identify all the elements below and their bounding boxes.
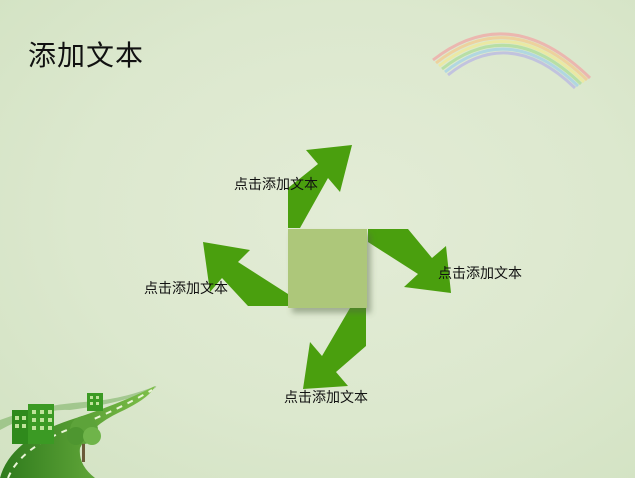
label-top[interactable]: 点击添加文本: [234, 177, 318, 193]
arrow-down-left: [303, 308, 366, 389]
arrow-up-right: [288, 145, 352, 228]
slide-title[interactable]: 添加文本: [28, 39, 145, 72]
building-icon: [12, 404, 54, 444]
center-square: [288, 229, 367, 308]
label-bottom[interactable]: 点击添加文本: [284, 390, 368, 406]
label-left[interactable]: 点击添加文本: [144, 281, 228, 297]
rainbow-decoration: [432, 32, 592, 90]
arrow-up-left: [203, 242, 288, 306]
arrow-down-right: [368, 229, 451, 293]
tree-icon: [67, 416, 101, 462]
label-right[interactable]: 点击添加文本: [438, 266, 522, 282]
small-building-icon: [87, 393, 103, 411]
